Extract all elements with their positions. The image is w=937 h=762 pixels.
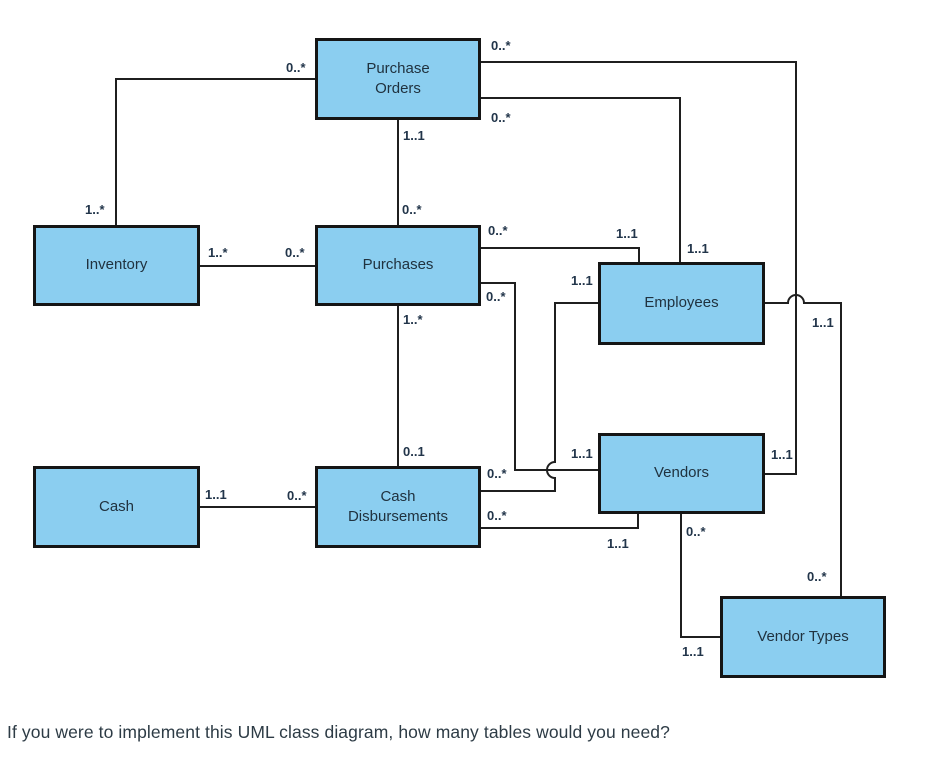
class-label: Vendor Types xyxy=(757,627,849,645)
multiplicity-purchases-vendors-at-purchases: 0..* xyxy=(486,289,506,304)
multiplicity-vendors-vendor-types-at-vendors: 0..* xyxy=(686,524,706,539)
multiplicity-purchase-orders-vendors-at-vendors: 1..1 xyxy=(771,447,793,462)
multiplicity-purchases-vendors-at-vendors: 1..1 xyxy=(571,446,593,461)
multiplicity-purchase-orders-vendors-at-po: 0..* xyxy=(491,38,511,53)
multiplicity-purchases-employees-at-purchases: 0..* xyxy=(488,223,508,238)
class-label: Cash Disbursements xyxy=(347,487,449,525)
class-box-employees: Employees xyxy=(598,262,765,345)
class-box-cash: Cash xyxy=(33,466,200,548)
multiplicity-purchases-cash-disb-at-purchases: 1..* xyxy=(403,312,423,327)
multiplicity-purchase-orders-purchases-at-purchases: 0..* xyxy=(402,202,422,217)
class-box-cash-disbursements: Cash Disbursements xyxy=(315,466,481,548)
multiplicity-vendors-vendor-types-at-vendor-types: 1..1 xyxy=(682,644,704,659)
class-box-purchase-orders: Purchase Orders xyxy=(315,38,481,120)
multiplicity-purchase-orders-inventory-at-po: 0..* xyxy=(286,60,306,75)
class-box-inventory: Inventory xyxy=(33,225,200,306)
class-label: Purchases xyxy=(362,256,434,274)
class-box-vendors: Vendors xyxy=(598,433,765,514)
class-label: Vendors xyxy=(653,464,710,482)
multiplicity-purchase-orders-employees-at-employees: 1..1 xyxy=(687,241,709,256)
class-box-vendor-types: Vendor Types xyxy=(720,596,886,678)
multiplicity-employees-cash-disb-at-employees: 1..1 xyxy=(571,273,593,288)
association-line-employees-vendor-types xyxy=(765,294,842,596)
multiplicity-purchase-orders-employees-at-po: 0..* xyxy=(491,110,511,125)
class-label: Purchase Orders xyxy=(366,59,430,97)
multiplicity-employees-cash-disb-at-cash-disb: 0..* xyxy=(487,466,507,481)
class-label: Employees xyxy=(644,294,719,312)
class-label: Cash xyxy=(98,497,135,515)
multiplicity-purchase-orders-inventory-at-inventory: 1..* xyxy=(85,202,105,217)
multiplicity-cash-disb-vendors-at-vendors: 1..1 xyxy=(607,536,629,551)
association-line-purchases-employees xyxy=(481,247,640,262)
class-box-purchases: Purchases xyxy=(315,225,481,306)
question-text: If you were to implement this UML class … xyxy=(7,722,670,742)
association-line-purchase-orders-inventory xyxy=(115,78,315,225)
multiplicity-inventory-purchases-at-inventory: 1..* xyxy=(208,245,228,260)
association-line-employees-cash-disbursements xyxy=(481,302,598,492)
multiplicity-cash-disb-vendors-at-cash-disb: 0..* xyxy=(487,508,507,523)
multiplicity-employees-vendor-types-at-employees: 1..1 xyxy=(812,315,834,330)
association-line-purchases-vendors xyxy=(481,282,598,471)
multiplicity-purchase-orders-purchases-at-po: 1..1 xyxy=(403,128,425,143)
multiplicity-cash-cash-disb-at-cash: 1..1 xyxy=(205,487,227,502)
multiplicity-inventory-purchases-at-purchases: 0..* xyxy=(285,245,305,260)
multiplicity-cash-cash-disb-at-cash-disb: 0..* xyxy=(287,488,307,503)
multiplicity-purchases-employees-at-employees: 1..1 xyxy=(616,226,638,241)
class-label: Inventory xyxy=(85,256,148,274)
multiplicity-purchases-cash-disb-at-cash-disb: 0..1 xyxy=(403,444,425,459)
multiplicity-employees-vendor-types-at-vendor-types: 0..* xyxy=(807,569,827,584)
